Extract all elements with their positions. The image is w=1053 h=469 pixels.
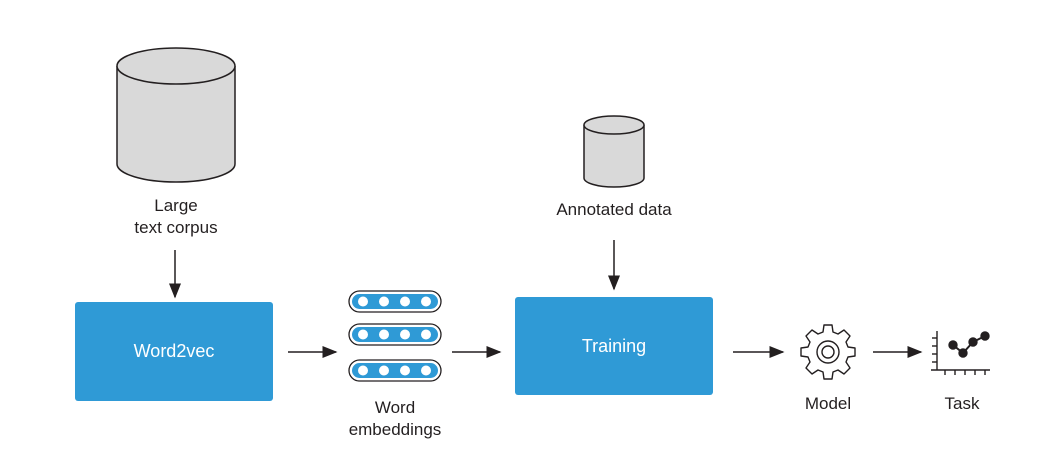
training-box: Training [515, 297, 713, 395]
large-corpus-label-line2: text corpus [134, 218, 218, 237]
large-corpus-database-icon [116, 47, 236, 183]
word-embeddings-label-line1: Word [374, 398, 416, 417]
word-embeddings-label: Word embeddings [330, 397, 460, 441]
word2vec-box: Word2vec [75, 302, 273, 401]
line-chart-icon [931, 331, 990, 375]
word2vec-box-label: Word2vec [133, 341, 215, 361]
gear-icon [800, 324, 856, 380]
task-label: Task [944, 394, 980, 413]
annotated-data-label: Annotated data [556, 200, 672, 219]
annotated-data-database-icon [583, 115, 645, 188]
training-box-label: Training [581, 335, 647, 356]
word-embeddings-label-line2: embeddings [348, 420, 442, 439]
model-label: Model [804, 394, 852, 413]
large-corpus-label-line1: Large [154, 196, 198, 215]
embedding-vector-icon [348, 323, 442, 346]
large-corpus-label: Large text corpus [106, 195, 246, 239]
embedding-vector-icon [348, 290, 442, 313]
embedding-vector-icon [348, 359, 442, 382]
